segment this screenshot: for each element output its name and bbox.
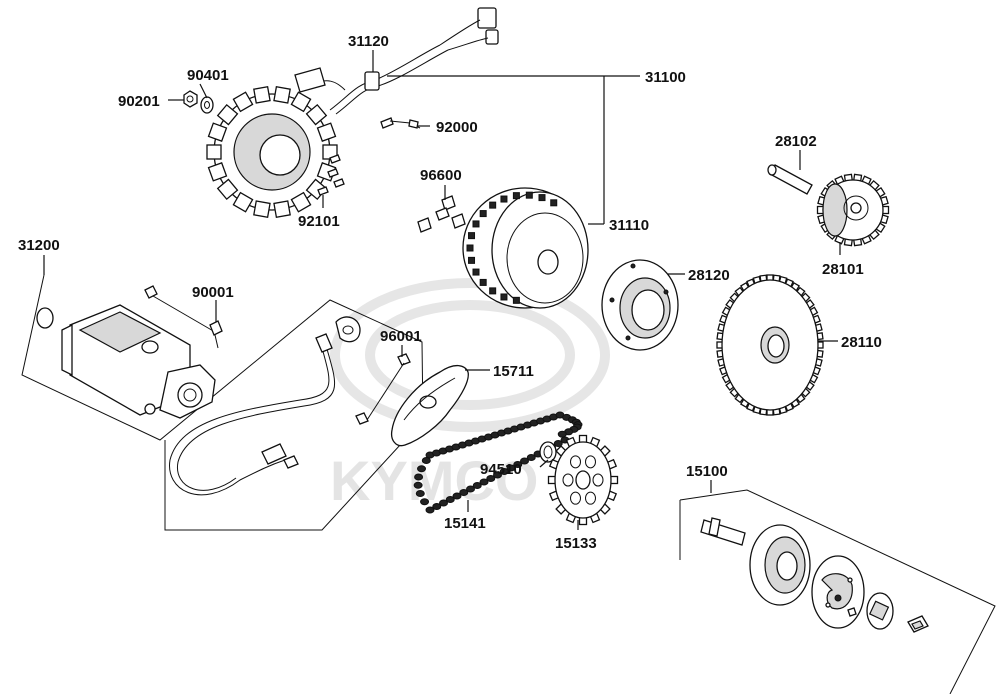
cable-boot [335, 316, 361, 343]
kymco-watermark: KYMCO [330, 278, 610, 512]
oil-pump-cover [811, 555, 865, 629]
stator-wire-harness [329, 7, 499, 115]
bolt-96001 [355, 353, 411, 425]
oil-pump-screw [847, 607, 857, 617]
starter-motor [61, 304, 216, 419]
label-28101: 28101 [822, 261, 864, 278]
label-90001: 90001 [192, 284, 234, 301]
starter-clutch [601, 259, 679, 351]
bolts-90001 [144, 285, 223, 349]
oil-pump-body [749, 524, 811, 606]
starter-motor-frame [21, 274, 424, 531]
nut-90201 [183, 90, 198, 108]
label-31200: 31200 [18, 237, 60, 254]
starter-cable [169, 333, 336, 496]
label-28102: 28102 [775, 133, 817, 150]
sprocket-15133 [547, 434, 619, 526]
label-90201: 90201 [118, 93, 160, 110]
label-28120: 28120 [688, 267, 730, 284]
clamp-92000 [380, 117, 421, 129]
label-94510: 94510 [480, 461, 522, 478]
label-15133: 15133 [555, 535, 597, 552]
label-31110: 31110 [609, 217, 649, 234]
label-92000: 92000 [436, 119, 478, 136]
label-28110: 28110 [841, 334, 882, 351]
oil-pump-pin [907, 615, 929, 633]
chain-tensioner-plate [390, 364, 469, 447]
label-92101: 92101 [298, 213, 340, 230]
label-15141: 15141 [444, 515, 486, 532]
circlip-94510 [539, 441, 557, 463]
bolts-96600 [417, 195, 466, 233]
starter-driven-gear [716, 274, 824, 416]
watermark-text: KYMCO [330, 449, 538, 512]
leader-lines [43, 50, 841, 530]
part-labels: 31120 90401 90201 31100 92000 96600 9210… [18, 33, 882, 552]
stator-coil [206, 67, 346, 218]
label-31120: 31120 [348, 33, 389, 50]
label-31100: 31100 [645, 69, 686, 86]
screws-92101 [317, 154, 345, 196]
oil-pump-rotor [866, 592, 894, 630]
oil-pump-shaft [700, 517, 746, 546]
washer-90401 [200, 96, 214, 114]
idle-shaft-28102 [767, 164, 813, 195]
oil-pump-frame [679, 489, 996, 694]
flywheel-rotor [462, 187, 589, 309]
label-15100: 15100 [686, 463, 728, 480]
label-15711: 15711 [493, 363, 534, 380]
drive-chain [413, 411, 583, 514]
o-ring [36, 307, 54, 329]
label-96001: 96001 [380, 328, 422, 345]
label-96600: 96600 [420, 167, 462, 184]
label-90401: 90401 [187, 67, 229, 84]
idle-gear-28101 [816, 173, 890, 247]
